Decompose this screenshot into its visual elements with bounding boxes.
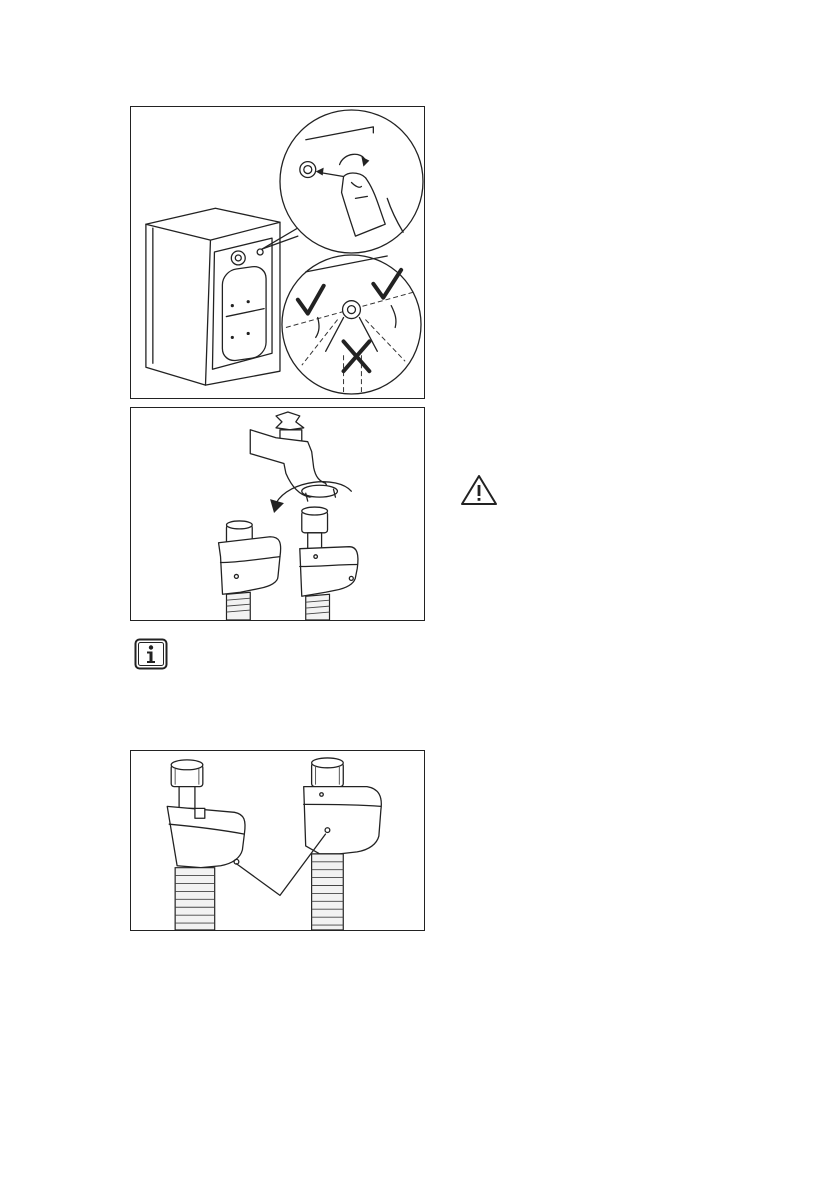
hose-connector-right — [304, 758, 382, 930]
hose-connector-left — [219, 521, 281, 620]
hose-connector-right — [300, 507, 358, 620]
warning-triangle-icon — [460, 474, 498, 506]
washing-machine-illustration — [131, 107, 424, 398]
hose-indicator-illustration — [131, 751, 424, 930]
tap-illustration — [131, 408, 424, 620]
detail-hose-angle — [282, 255, 421, 395]
washing-machine — [146, 208, 280, 385]
detail-turn-inlet — [280, 110, 423, 253]
hose-connector-left — [167, 760, 245, 930]
figure-tap-connection — [130, 407, 425, 621]
figure-inlet-hose-connection — [130, 106, 425, 399]
info-icon — [134, 638, 168, 670]
figure-hose-indicator — [130, 750, 425, 931]
